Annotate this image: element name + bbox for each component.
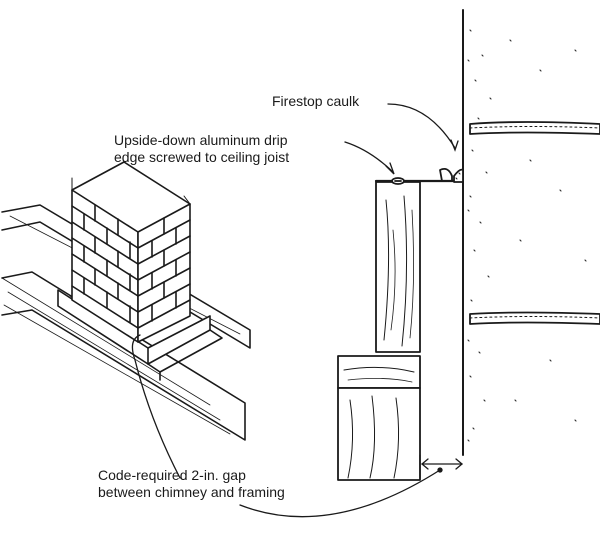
label-firestop-caulk: Firestop caulk: [272, 93, 360, 109]
masonry-stipple: [467, 29, 587, 442]
leader-drip-edge: [344, 141, 394, 173]
leaders: [131, 103, 464, 518]
chimney-brick-side-face: [71, 161, 191, 343]
label-drip-edge-line1: Upside-down aluminum drip: [114, 132, 288, 148]
leader-firestop: [387, 103, 456, 149]
floor-joist-lower: [337, 387, 421, 481]
gap-dimension-arrow-left-icon: [420, 458, 429, 470]
label-gap-line2: between chimney and framing: [98, 484, 285, 500]
leader-drip-edge-arrow-icon: [385, 162, 395, 175]
framing-block: [337, 355, 421, 389]
label-drip-edge-line2: edge screwed to ceiling joist: [114, 149, 290, 165]
screw-icon: [391, 177, 405, 185]
leader-gap-dot: [437, 467, 443, 473]
chimney-framing-isometric: [1, 161, 251, 441]
ceiling-joist-upper: [375, 181, 421, 353]
chimney-brick-front-face: [71, 189, 139, 343]
leader-firestop-arrow-icon: [450, 139, 459, 152]
label-gap-line1: Code-required 2-in. gap: [98, 467, 246, 483]
label-required-gap: Code-required 2-in. gap between chimney …: [98, 467, 285, 501]
mortar-joint-lower: [469, 311, 600, 325]
gap-dimension-arrow-right-icon: [455, 458, 464, 470]
leader-gap-to-dimension: [239, 469, 441, 518]
firestop-caulk-bead: [453, 168, 464, 183]
section-view: [337, 9, 600, 481]
masonry-chimney-wall: [462, 9, 600, 456]
mortar-joint-upper: [469, 121, 600, 135]
drip-edge: [374, 167, 460, 183]
label-drip-edge: Upside-down aluminum drip edge screwed t…: [114, 132, 289, 166]
leader-gap-to-chimney: [131, 334, 181, 479]
joist-front: [1, 271, 246, 441]
